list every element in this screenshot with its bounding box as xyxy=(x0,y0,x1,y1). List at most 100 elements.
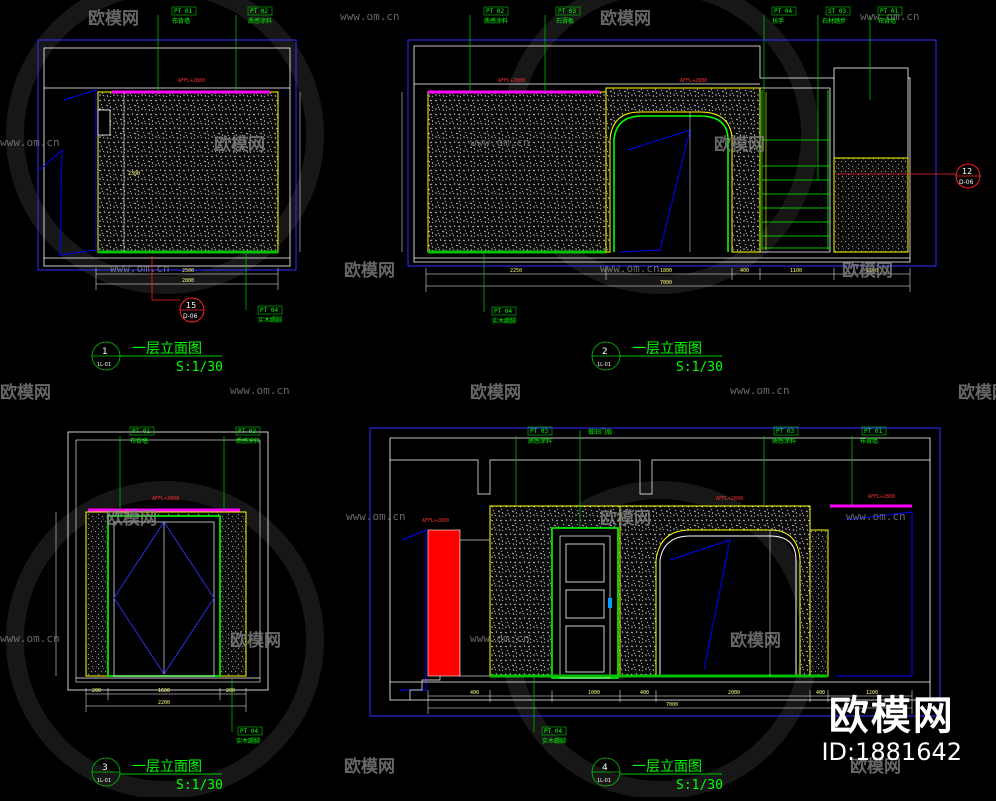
watermark: 欧模网 xyxy=(958,382,996,403)
tag-label: 质感涂料 xyxy=(484,17,508,25)
watermark-url: www.om.cn xyxy=(730,384,790,397)
tag-label: 实木踢脚 xyxy=(258,316,282,324)
title-scale: S:1/30 xyxy=(176,778,223,793)
tag-code: PT 04 xyxy=(494,308,512,315)
tag-code: PT 01 xyxy=(132,428,150,435)
tag-label: 实木踢脚 xyxy=(492,317,516,325)
ref-sheet: D-06 xyxy=(959,179,974,186)
watermark: 欧模网 xyxy=(714,134,765,155)
tag-code: PT 04 xyxy=(260,307,278,314)
watermark-url: www.om.cn xyxy=(470,632,530,645)
dim-d4-a: 400 xyxy=(470,690,479,696)
title-text: 一层立面图 xyxy=(132,759,202,775)
dim-d2-e: 1100 xyxy=(866,268,878,274)
ref-sheet: D-06 xyxy=(183,313,198,320)
watermark-url: www.om.cn xyxy=(230,384,290,397)
title-num: 1 xyxy=(102,347,108,357)
watermark-url: www.om.cn xyxy=(0,632,60,645)
dim-d4-b: 1000 xyxy=(588,690,600,696)
dim-d2-c: 400 xyxy=(740,268,749,274)
dim-d3-a: 200 xyxy=(92,688,101,694)
drawing-title-1: 1 1L-01 一层立面图 S:1/30 xyxy=(91,341,223,375)
title-text: 一层立面图 xyxy=(632,759,702,775)
tag-label: 布背墙 xyxy=(878,17,896,25)
tag-code: PT 01 xyxy=(864,428,882,435)
tag-code: PT 03 xyxy=(776,428,794,435)
afl-label: AFFL+2800 xyxy=(152,496,179,502)
watermark-url: www.om.cn xyxy=(110,262,170,275)
tag-label: 石材踏步 xyxy=(822,17,846,25)
tag-group-d1: PT 01 布背墙 PT 02 质感涂料 PT 04 实木踢脚 AFFL+280… xyxy=(157,6,283,324)
afl-label: AFFL+2800 xyxy=(422,518,449,524)
tag-label: 实木踢脚 xyxy=(236,737,260,745)
title-num: 3 xyxy=(102,763,108,773)
brand-stamp: 欧模网 ID:1881642 xyxy=(821,694,962,766)
dim-d2-d: 1100 xyxy=(790,268,802,274)
watermark: 欧模网 xyxy=(470,382,521,403)
dim-d3-total: 2200 xyxy=(158,700,170,706)
watermark-url: www.om.cn xyxy=(340,10,400,23)
tag-label: 石膏板 xyxy=(556,17,574,25)
title-num: 2 xyxy=(602,347,608,357)
title-sheet: 1L-01 xyxy=(597,778,611,784)
tag-code: PT 03 xyxy=(238,428,256,435)
afl-label: AFFL+2800 xyxy=(680,78,707,84)
watermark: 欧模网 xyxy=(230,630,281,651)
dim-d2-total: 7000 xyxy=(660,280,672,286)
tag-code: ST 03 xyxy=(828,8,846,15)
watermark-url: www.om.cn xyxy=(0,136,60,149)
tag-code: PT 04 xyxy=(774,8,792,15)
afl-label: AFFL+2800 xyxy=(716,496,743,502)
watermark: 欧模网 xyxy=(600,508,651,529)
watermark: 欧模网 xyxy=(0,382,51,403)
tag-label: 做旧门扇 xyxy=(588,428,612,436)
watermark-url: www.om.cn xyxy=(600,262,660,275)
tag-code: PT 01 xyxy=(174,8,192,15)
title-scale: S:1/30 xyxy=(676,778,723,793)
section-ref-15: 15 D-06 xyxy=(151,256,205,323)
dim-d4-c: 400 xyxy=(640,690,649,696)
watermark-url: www.om.cn xyxy=(346,510,406,523)
tag-label: 质感涂料 xyxy=(236,437,260,445)
tag-code: PT 04 xyxy=(240,728,258,735)
tag-code: PT 03 xyxy=(558,8,576,15)
dim-d2-a: 2250 xyxy=(510,268,522,274)
watermark: 欧模网 xyxy=(214,134,265,155)
watermark: 欧模网 xyxy=(730,630,781,651)
tag-code: PT 03 xyxy=(530,428,548,435)
tag-group-d3: PT 01 布背墙 PT 03 质感涂料 PT 04 实木踢脚 AFFL+280… xyxy=(119,426,263,745)
watermark: 欧模网 xyxy=(106,508,157,529)
watermark: 欧模网 xyxy=(600,8,651,29)
tag-label: 质感涂料 xyxy=(772,437,796,445)
watermark: 欧模网 xyxy=(344,756,395,777)
tag-label: 布背墙 xyxy=(130,437,148,445)
watermark-url: www.om.cn xyxy=(470,136,530,149)
title-scale: S:1/30 xyxy=(676,360,723,375)
watermark-text-layer: 欧模网 欧模网 www.om.cn www.om.cn 欧模网 欧模网 www.… xyxy=(0,8,996,777)
dim-d1-h: 2300 xyxy=(128,171,140,177)
dim-d1-w: 2500 xyxy=(182,268,194,274)
watermark: 欧模网 xyxy=(850,756,901,777)
dim-d4-e: 400 xyxy=(816,690,825,696)
tag-label: 布背墙 xyxy=(860,437,878,445)
tag-group-d4: PT 03 质感涂料 做旧门扇 PT 03 质感涂料 PT 01 布背墙 PT … xyxy=(422,426,895,745)
tag-label: 布背墙 xyxy=(172,17,190,25)
title-text: 一层立面图 xyxy=(132,341,202,357)
watermark-url: www.om.cn xyxy=(860,10,920,23)
dim-d1-total: 2800 xyxy=(182,278,194,284)
title-text: 一层立面图 xyxy=(632,341,702,357)
elevation-1: 2500 2800 2300 PT 01 布背墙 PT 02 质感涂料 PT 0… xyxy=(37,6,301,375)
dim-d4-d: 2000 xyxy=(728,690,740,696)
watermark: 欧模网 xyxy=(88,8,139,29)
dim-d3-b: 1600 xyxy=(158,688,170,694)
afl-label: AFFL+2800 xyxy=(178,78,205,84)
ref-num: 12 xyxy=(962,167,972,176)
drawing-title-3: 3 1L-01 一层立面图 S:1/30 xyxy=(91,757,223,793)
title-sheet: 1L-01 xyxy=(97,778,111,784)
elevation-3: 200 1600 200 2200 PT 01 布背墙 PT 03 质感涂料 P… xyxy=(55,426,269,793)
tag-group-d2: PT 02 质感涂料 PT 03 石膏板 PT 04 扶手 ST 03 石材踏步… xyxy=(469,6,903,325)
watermark: 欧模网 xyxy=(842,260,893,281)
section-ref-12: 12 D-06 xyxy=(836,163,981,189)
afl-label: AFFL+2800 xyxy=(868,494,895,500)
